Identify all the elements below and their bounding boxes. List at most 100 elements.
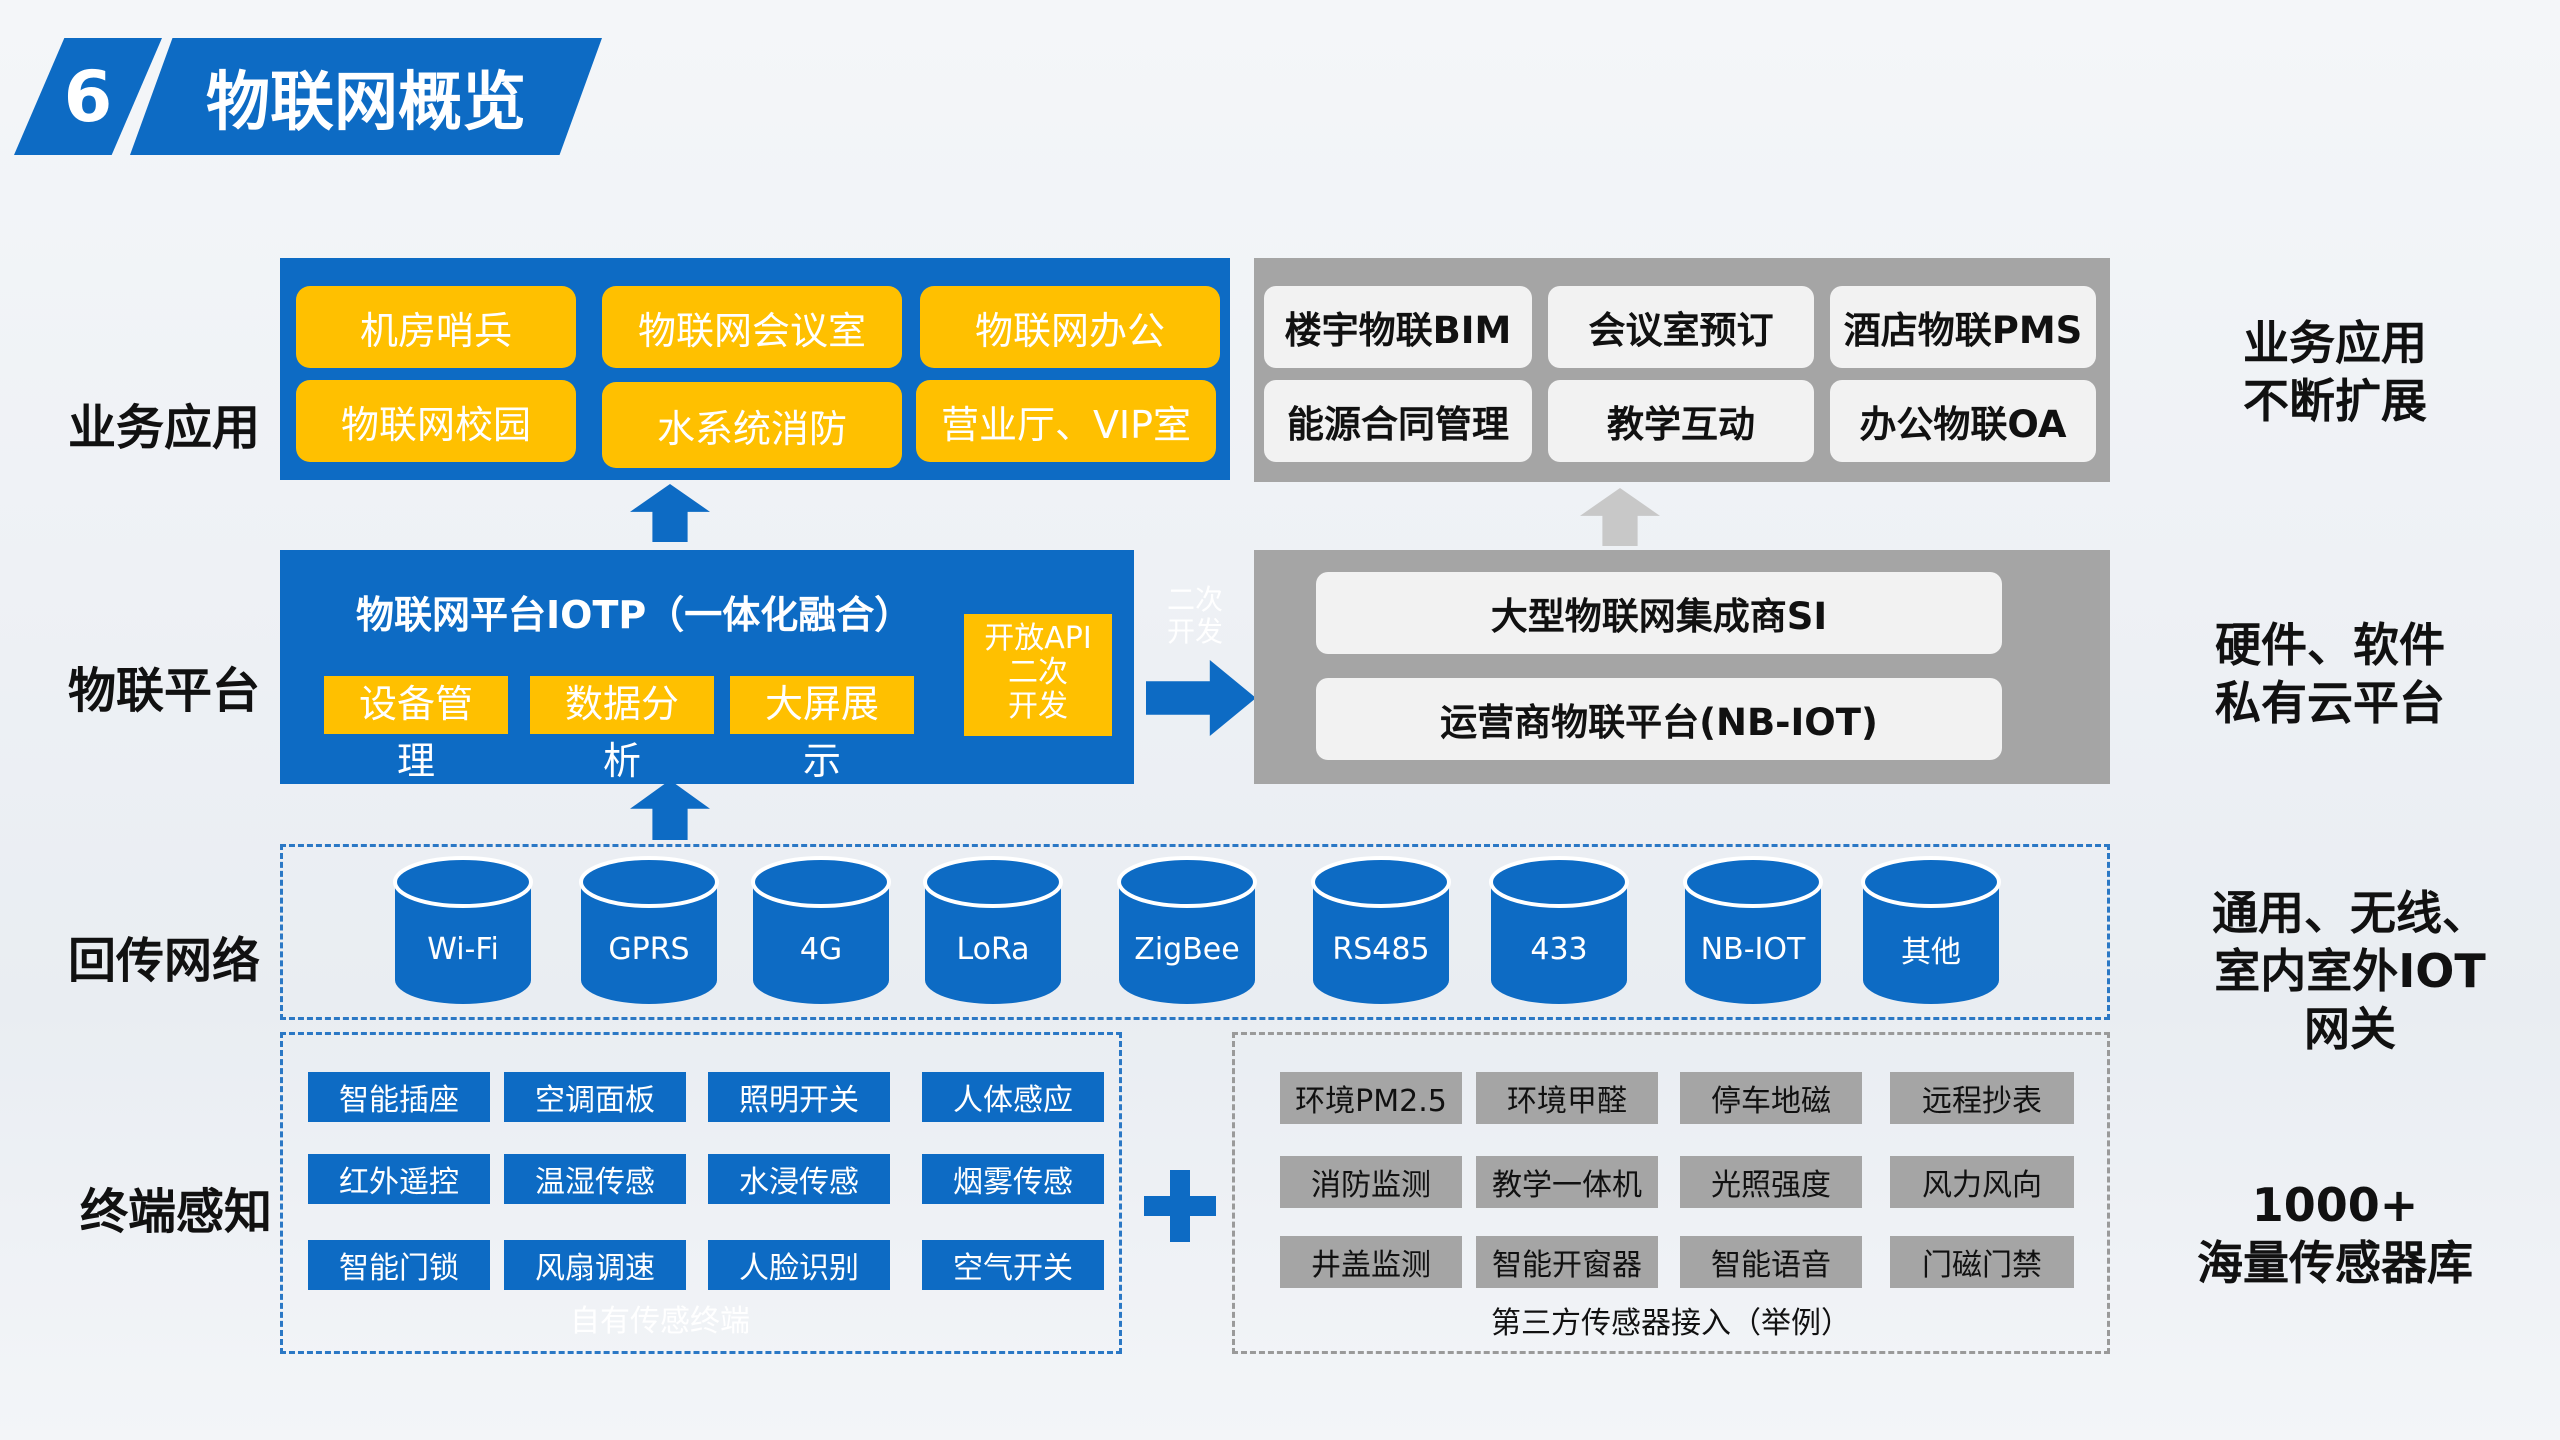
open-api-label: 开发: [1008, 689, 1068, 724]
network-cylinder[interactable]: LoRa: [922, 856, 1064, 1008]
side-note-terminal: 1000+ 海量传感器库: [2180, 1176, 2490, 1292]
network-cylinder[interactable]: NB-IOT: [1682, 856, 1824, 1008]
arrow-right-icon: [1146, 660, 1256, 736]
business-third-tile[interactable]: 教学互动: [1548, 380, 1814, 462]
sensor-tile[interactable]: 环境甲醛: [1476, 1072, 1658, 1124]
side-note-line: 网关: [2304, 1002, 2396, 1056]
business-third-tile[interactable]: 办公物联OA: [1830, 380, 2096, 462]
cylinder-icon: [751, 856, 891, 1004]
cylinder-icon: [1683, 856, 1823, 1004]
sensor-tile[interactable]: 温湿传感: [504, 1154, 686, 1204]
row-label-business: 业务应用: [68, 400, 261, 456]
cylinder-icon: [1311, 856, 1451, 1004]
platform-module-label: 大屏展: [764, 682, 879, 726]
sensor-tile[interactable]: 人体感应: [922, 1072, 1104, 1122]
sensor-tile[interactable]: 智能开窗器: [1476, 1236, 1658, 1288]
network-cylinder[interactable]: ZigBee: [1116, 856, 1258, 1008]
business-third-tile[interactable]: 酒店物联PMS: [1830, 286, 2096, 368]
business-app-tile[interactable]: 机房哨兵: [296, 286, 576, 368]
sensor-tile[interactable]: 井盖监测: [1280, 1236, 1462, 1288]
sensor-tile[interactable]: 消防监测: [1280, 1156, 1462, 1208]
cylinder-icon: [579, 856, 719, 1004]
side-note-platform: 硬件、软件 私有云平台: [2165, 616, 2495, 732]
platform-module-label-wrap: 示: [802, 739, 841, 783]
sensor-tile[interactable]: 照明开关: [708, 1072, 890, 1122]
side-note-network: 通用、无线、 室内室外IOT 网关: [2180, 884, 2520, 1058]
business-app-tile[interactable]: 营业厅、VIP室: [916, 380, 1216, 462]
open-api-label: 开放API: [984, 621, 1092, 656]
network-cylinder[interactable]: Wi-Fi: [392, 856, 534, 1008]
business-third-tile[interactable]: 能源合同管理: [1264, 380, 1532, 462]
network-cylinder[interactable]: RS485: [1310, 856, 1452, 1008]
sensor-tile[interactable]: 空气开关: [922, 1240, 1104, 1290]
platform-own-title: 物联网平台IOTP（一体化融合）: [356, 593, 913, 637]
network-cylinder[interactable]: 4G: [750, 856, 892, 1008]
business-third-tile[interactable]: 楼宇物联BIM: [1264, 286, 1532, 368]
arrow-up-icon: [630, 780, 710, 840]
sensor-tile[interactable]: 智能门锁: [308, 1240, 490, 1290]
sensor-tile[interactable]: 空调面板: [504, 1072, 686, 1122]
sensor-tile[interactable]: 环境PM2.5: [1280, 1072, 1462, 1124]
business-third-tile[interactable]: 会议室预订: [1548, 286, 1814, 368]
network-label: LoRa: [956, 931, 1030, 967]
sensor-tile[interactable]: 停车地磁: [1680, 1072, 1862, 1124]
arrow-up-icon: [1580, 488, 1660, 546]
secondary-dev-line: 开发: [1166, 615, 1223, 648]
platform-module-label-wrap: 析: [602, 739, 641, 783]
network-label: 4G: [799, 931, 843, 967]
network-cylinder[interactable]: GPRS: [578, 856, 720, 1008]
side-note-line: 室内室外IOT: [2214, 944, 2486, 998]
network-label: 433: [1530, 931, 1588, 967]
platform-module-label-wrap: 理: [396, 739, 435, 783]
sensors-own-caption: 自有传感终端: [570, 1304, 750, 1339]
row-label-network: 回传网络: [68, 933, 261, 989]
row-label-platform: 物联平台: [68, 663, 261, 719]
secondary-dev-label: 二次 开发: [1162, 584, 1228, 648]
side-note-line: 1000+: [2251, 1178, 2419, 1232]
platform-module[interactable]: 设备管: [324, 676, 508, 734]
network-panel: [280, 844, 2110, 1020]
side-note-line: 私有云平台: [2215, 676, 2445, 730]
sensor-tile[interactable]: 智能插座: [308, 1072, 490, 1122]
sensor-tile[interactable]: 红外遥控: [308, 1154, 490, 1204]
business-app-tile[interactable]: 物联网办公: [920, 286, 1220, 368]
business-app-tile[interactable]: 物联网会议室: [602, 286, 902, 368]
sensor-tile[interactable]: 人脸识别: [708, 1240, 890, 1290]
row-label-terminal: 终端感知: [80, 1184, 273, 1240]
side-note-line: 硬件、软件: [2215, 618, 2445, 672]
open-api-box[interactable]: 开放API 二次 开发: [964, 614, 1112, 736]
sensor-tile[interactable]: 烟雾传感: [922, 1154, 1104, 1204]
network-label: Wi-Fi: [427, 931, 499, 967]
platform-module[interactable]: 大屏展: [730, 676, 914, 734]
secondary-dev-line: 二次: [1166, 583, 1223, 616]
sensor-tile[interactable]: 门磁门禁: [1890, 1236, 2074, 1288]
sensor-tile[interactable]: 智能语音: [1680, 1236, 1862, 1288]
network-label: RS485: [1332, 931, 1430, 967]
sensor-tile[interactable]: 光照强度: [1680, 1156, 1862, 1208]
network-label: GPRS: [608, 931, 690, 967]
cylinder-icon: [393, 856, 533, 1004]
sensor-tile[interactable]: 水浸传感: [708, 1154, 890, 1204]
network-cylinder[interactable]: 其他: [1860, 856, 2002, 1008]
sensor-tile[interactable]: 风力风向: [1890, 1156, 2074, 1208]
arrow-up-icon: [630, 484, 710, 542]
sensors-own-panel: [280, 1032, 1122, 1354]
cylinder-icon: [923, 856, 1063, 1004]
sensors-third-caption: 第三方传感器接入（举例）: [1491, 1306, 1851, 1341]
business-app-tile[interactable]: 水系统消防: [602, 382, 902, 468]
platform-third-tile[interactable]: 运营商物联平台(NB-IOT): [1316, 678, 2002, 760]
page-title: 物联网概览: [130, 38, 602, 155]
business-app-tile[interactable]: 物联网校园: [296, 380, 576, 462]
cylinder-icon: [1117, 856, 1257, 1004]
network-cylinder[interactable]: 433: [1488, 856, 1630, 1008]
plus-icon: [1170, 1170, 1190, 1242]
side-note-line: 不断扩展: [2243, 374, 2427, 428]
platform-third-tile[interactable]: 大型物联网集成商SI: [1316, 572, 2002, 654]
sensor-tile[interactable]: 远程抄表: [1890, 1072, 2074, 1124]
network-label: NB-IOT: [1700, 931, 1806, 967]
platform-module-label: 设备管: [358, 682, 473, 726]
sensor-tile[interactable]: 教学一体机: [1476, 1156, 1658, 1208]
sensor-tile[interactable]: 风扇调速: [504, 1240, 686, 1290]
side-note-line: 海量传感器库: [2197, 1236, 2473, 1290]
platform-module[interactable]: 数据分: [530, 676, 714, 734]
